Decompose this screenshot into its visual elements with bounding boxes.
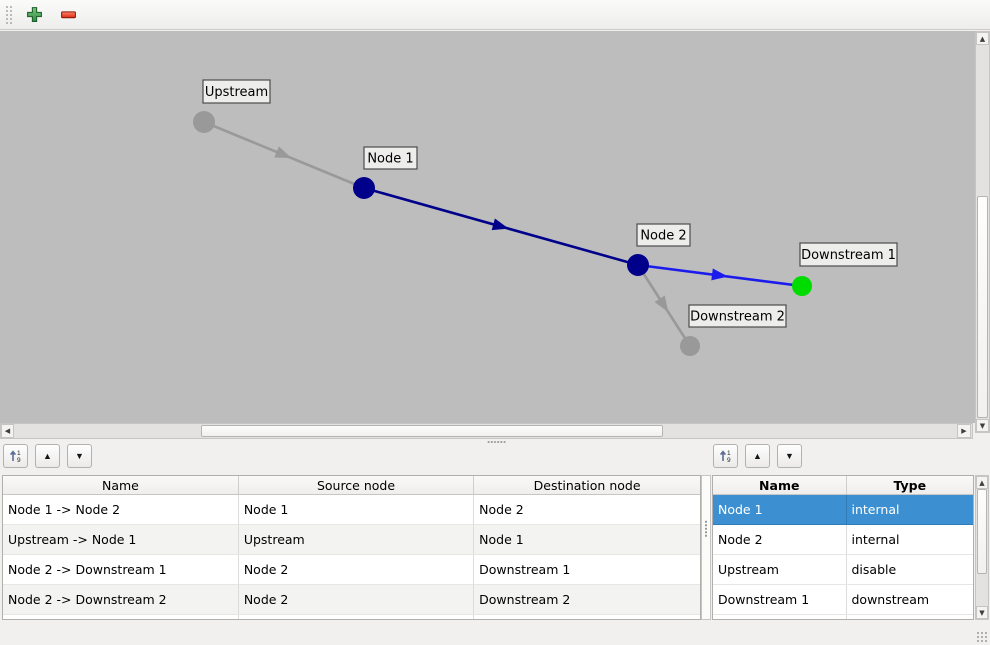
svg-text:9: 9 [727, 457, 731, 464]
svg-text:1: 1 [17, 450, 21, 457]
edges-move-down-button[interactable]: ▼ [67, 444, 92, 468]
table-cell: Node 1 [713, 494, 847, 525]
column-header-source-node[interactable]: Source node [238, 476, 475, 495]
toolbar-drag-handle[interactable] [5, 4, 13, 25]
empty-row [3, 614, 700, 619]
graph-node-node1[interactable] [353, 177, 375, 199]
graph-node-downstream1[interactable] [792, 276, 812, 296]
table-cell: Node 1 [238, 494, 475, 525]
down-arrow-icon: ▼ [75, 451, 84, 461]
edge-arrow-icon [274, 146, 292, 159]
scroll-down-button[interactable]: ▼ [976, 419, 989, 432]
table-cell: Node 1 [473, 524, 700, 555]
edges-sort-button[interactable]: 1 9 [3, 444, 28, 468]
node-label-text: Downstream 2 [690, 310, 785, 325]
table-scrollbar-thumb[interactable] [977, 489, 987, 574]
edge-arrow-icon [711, 268, 728, 281]
nodes-move-up-button[interactable]: ▲ [745, 444, 770, 468]
table-cell: Node 1 -> Node 2 [3, 494, 239, 525]
down-arrow-icon: ▼ [785, 451, 794, 461]
node-label-text: Upstream [205, 85, 268, 100]
svg-text:9: 9 [17, 457, 21, 464]
node-label-upstream[interactable]: Upstream [202, 79, 271, 104]
nodes-sort-button[interactable]: 1 9 [713, 444, 738, 468]
main-toolbar [0, 0, 990, 30]
node-label-text: Node 1 [367, 152, 413, 167]
sort-ascending-icon: 1 9 [9, 450, 21, 464]
table-cell: Node 2 [238, 554, 475, 585]
node-label-downstream2[interactable]: Downstream 2 [688, 304, 787, 328]
node-label-node2[interactable]: Node 2 [636, 223, 691, 247]
graph-node-node2[interactable] [627, 254, 649, 276]
up-arrow-icon: ▲ [753, 451, 762, 461]
canvas-horizontal-scrollbar[interactable]: ◀ ▶ [0, 423, 973, 439]
splitter-dots-icon [705, 520, 707, 537]
scroll-right-button[interactable]: ▶ [957, 424, 971, 438]
edge-arrow-icon [654, 295, 669, 313]
remove-button[interactable] [55, 2, 81, 28]
table-cell: internal [846, 494, 973, 525]
scroll-down-button[interactable]: ▼ [976, 606, 988, 619]
table-cell: Node 2 [238, 584, 475, 615]
column-header-destination-node[interactable]: Destination node [473, 476, 700, 495]
horizontal-scrollbar-thumb[interactable] [201, 425, 663, 437]
table-cell: Node 2 [713, 524, 847, 555]
svg-text:1: 1 [727, 450, 731, 457]
minus-icon [60, 11, 76, 19]
table-cell: downstream [846, 584, 973, 615]
table-cell: Node 2 [473, 494, 700, 525]
table-cell: Upstream [713, 554, 847, 585]
table-cell: Downstream 2 [473, 584, 700, 615]
column-header-name[interactable]: Name [3, 476, 239, 495]
tables-splitter-handle[interactable] [701, 475, 711, 620]
up-arrow-icon: ▲ [43, 451, 52, 461]
scroll-left-button[interactable]: ◀ [1, 424, 14, 438]
empty-row [713, 614, 973, 619]
table-cell: Node 2 -> Downstream 1 [3, 554, 239, 585]
sort-ascending-icon: 1 9 [719, 450, 731, 464]
window-resize-grip[interactable] [976, 631, 988, 643]
add-button[interactable] [21, 2, 47, 28]
splitter-dots-icon [487, 441, 506, 443]
canvas-vertical-scrollbar[interactable]: ▲ ▼ [975, 31, 990, 433]
edge-arrow-icon [491, 218, 509, 231]
vertical-scrollbar-thumb[interactable] [977, 196, 988, 418]
table-cell: Upstream -> Node 1 [3, 524, 239, 555]
scroll-up-button[interactable]: ▲ [976, 32, 989, 45]
scroll-up-button[interactable]: ▲ [976, 476, 988, 489]
column-header-name[interactable]: Name [713, 476, 847, 495]
table-cell: disable [846, 554, 973, 585]
table-cell: Upstream [238, 524, 475, 555]
table-cell: Node 2 -> Downstream 2 [3, 584, 239, 615]
graph-node-upstream[interactable] [193, 111, 215, 133]
panes-splitter-handle[interactable] [0, 439, 990, 444]
graph-node-downstream2[interactable] [680, 336, 700, 356]
nodes-table-scrollbar[interactable]: ▲ ▼ [975, 475, 989, 620]
edges-move-up-button[interactable]: ▲ [35, 444, 60, 468]
column-header-type[interactable]: Type [846, 476, 973, 495]
table-cell: Downstream 1 [473, 554, 700, 585]
table-cell: internal [846, 524, 973, 555]
node-label-text: Downstream 1 [801, 248, 896, 263]
node-label-downstream1[interactable]: Downstream 1 [799, 242, 898, 267]
node-label-text: Node 2 [640, 229, 686, 244]
table-cell: Downstream 1 [713, 584, 847, 615]
plus-icon [26, 7, 42, 22]
nodes-move-down-button[interactable]: ▼ [777, 444, 802, 468]
node-label-node1[interactable]: Node 1 [363, 146, 418, 170]
